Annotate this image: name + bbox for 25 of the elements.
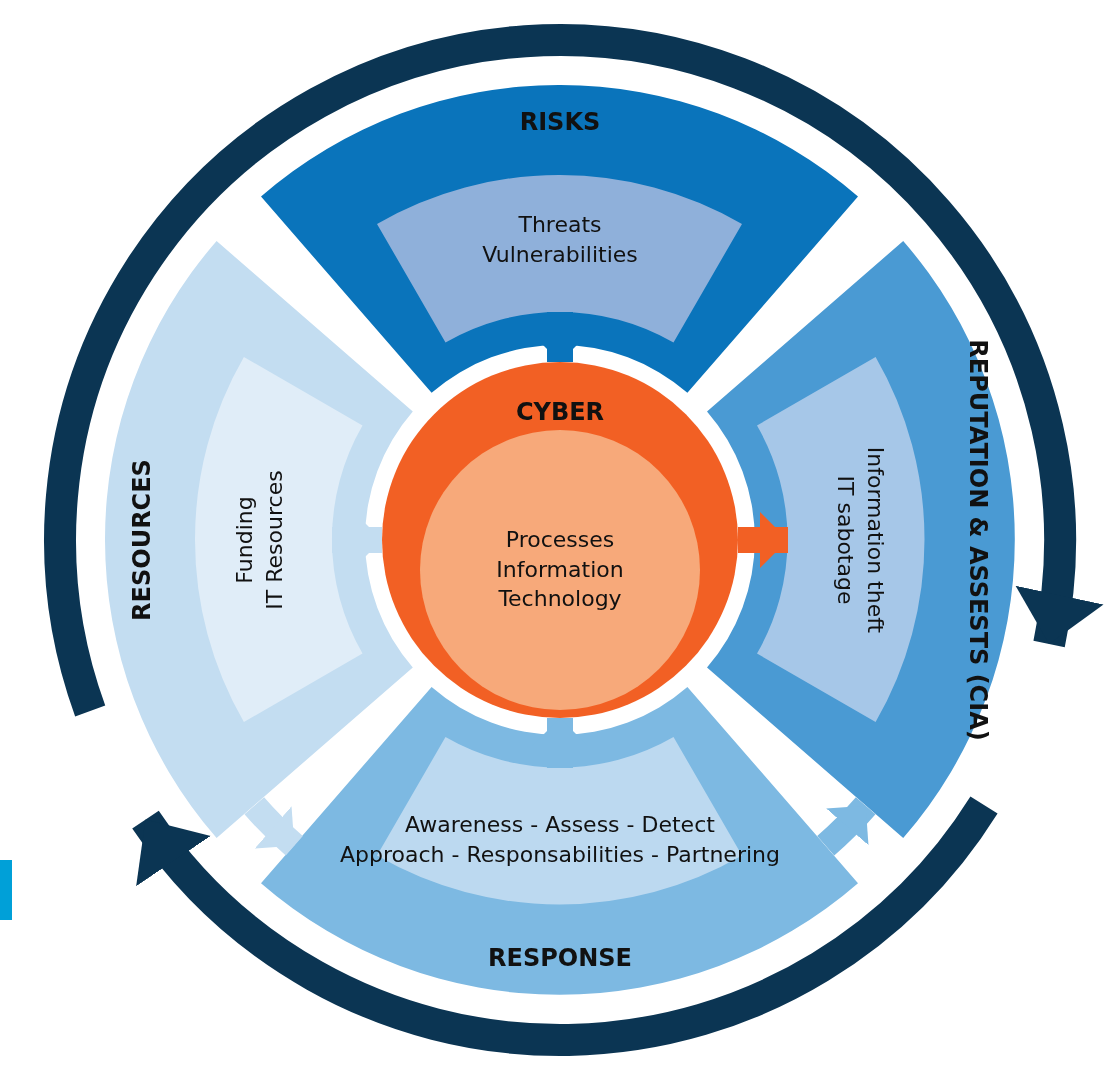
segment-title: REPUTATION & ASSESTS (CIA): [964, 339, 992, 741]
segment-item: IT sabotage: [831, 475, 859, 605]
segment-title: RESPONSE: [488, 944, 632, 972]
segment-item: Information theft: [861, 446, 889, 634]
segment-item: Information: [496, 556, 624, 585]
circle-node: [382, 362, 738, 718]
segment-item: IT Resources: [261, 470, 288, 610]
band-segment: [377, 175, 743, 343]
arrow: [244, 797, 303, 856]
band-segment: [757, 357, 925, 723]
segment-item: Vulnerabilities: [482, 241, 638, 269]
segment-item: Technology: [498, 585, 622, 614]
segment-item: Processes: [505, 526, 615, 555]
segment-title: RISKS: [519, 108, 601, 136]
arrow: [738, 512, 788, 568]
segment-item: Funding: [231, 496, 259, 584]
band-segment: [195, 357, 363, 723]
segment-item: Awareness - Assess - Detect: [405, 811, 715, 840]
segment-item: Threats: [518, 211, 602, 240]
segment-item: Approach - Responsabilities - Partnering: [340, 840, 780, 869]
arrow: [817, 797, 876, 856]
circle-node: [420, 430, 700, 710]
band-segment: [261, 687, 859, 995]
segment-title: RESOURCES: [128, 459, 156, 621]
segment-title: CYBER: [515, 398, 605, 426]
